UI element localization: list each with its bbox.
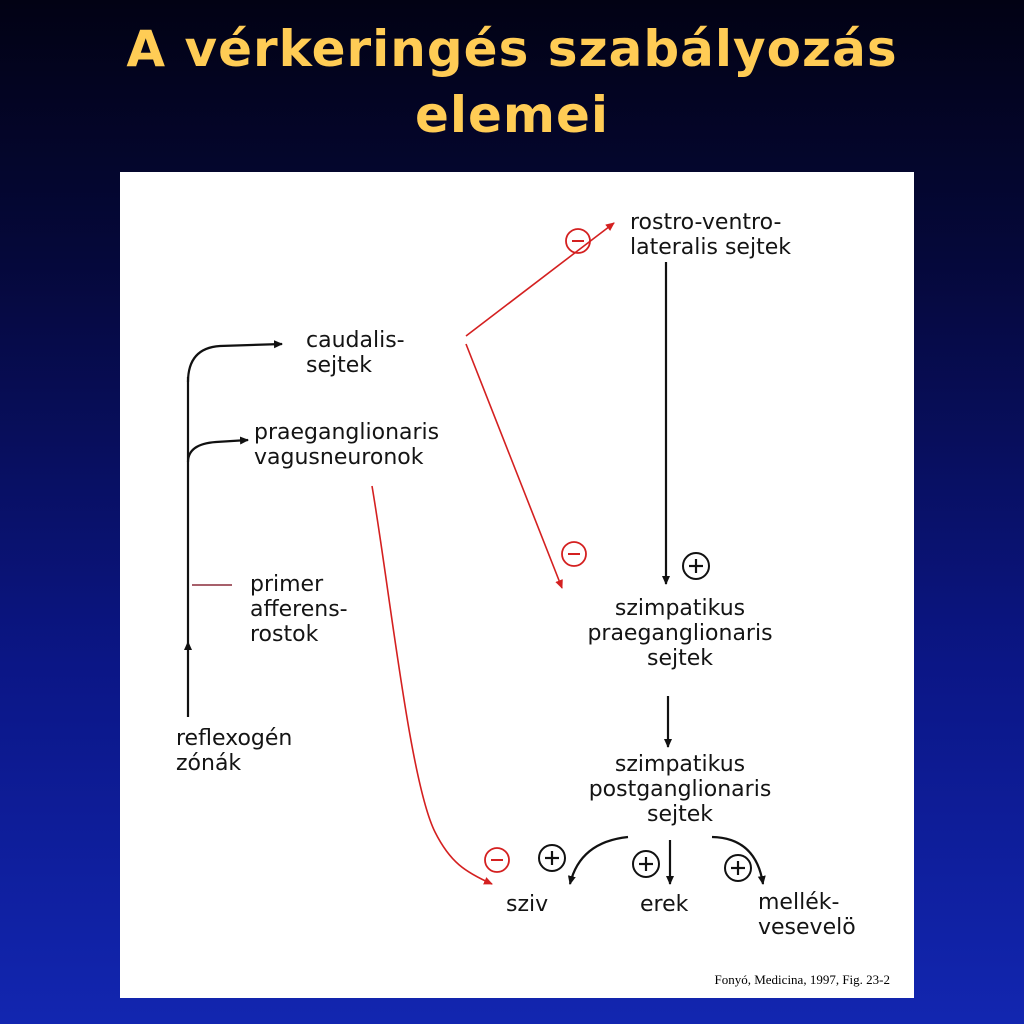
praeg-line-1: szimpatikus bbox=[614, 596, 746, 621]
node-caudalis-sejtek: caudalis- sejtek bbox=[306, 328, 405, 378]
reflex-line-2: zónák bbox=[176, 751, 242, 776]
node-mellekvese: mellék- vesevelö bbox=[758, 890, 856, 940]
plus-sign-erek bbox=[632, 850, 660, 878]
caudalis-line-1: caudalis- bbox=[306, 328, 405, 353]
minus-sign-praeganglionaris bbox=[561, 541, 587, 567]
sziv-label: sziv bbox=[506, 892, 549, 917]
node-szimpatikus-postganglionaris: szimpatikus postganglionaris sejtek bbox=[530, 752, 830, 827]
postg-line-2: postganglionaris bbox=[588, 777, 772, 802]
node-erek: erek bbox=[640, 892, 688, 917]
mellek-line-1: mellék- bbox=[758, 890, 840, 915]
arrow-to-sziv bbox=[567, 835, 629, 885]
minus-sign-sziv bbox=[484, 847, 510, 873]
inhibit-arrow-vagus-to-sziv bbox=[371, 485, 493, 885]
arrow-to-vagus bbox=[186, 436, 249, 463]
node-rostro-ventro-lateralis: rostro-ventro- lateralis sejtek bbox=[630, 210, 791, 260]
diagram-arrows bbox=[184, 222, 766, 885]
vagus-line-1: praeganglionaris bbox=[254, 420, 440, 445]
reflex-line-1: reflexogén bbox=[176, 726, 293, 751]
node-szimpatikus-praeganglionaris: szimpatikus praeganglionaris sejtek bbox=[530, 596, 830, 671]
postg-line-1: szimpatikus bbox=[614, 752, 746, 777]
rostro-line-1: rostro-ventro- bbox=[630, 210, 782, 235]
title-line-1: A vérkeringés szabályozás bbox=[126, 20, 898, 78]
plus-sign-praeganglionaris bbox=[682, 552, 710, 580]
rostro-line-2: lateralis sejtek bbox=[630, 235, 791, 260]
primer-line-1: primer bbox=[250, 572, 324, 597]
minus-sign-rostro bbox=[565, 228, 591, 254]
postg-line-3: sejtek bbox=[646, 802, 713, 827]
arrow-to-mellekvese bbox=[711, 835, 766, 885]
inhibit-arrow-to-rostro bbox=[465, 222, 615, 337]
inhibit-arrow-to-praeganglionaris bbox=[465, 343, 563, 589]
vagus-line-2: vagusneuronok bbox=[254, 445, 424, 470]
primer-line-2: afferens- bbox=[250, 597, 348, 622]
caudalis-line-2: sejtek bbox=[306, 353, 373, 378]
erek-label: erek bbox=[640, 892, 689, 917]
primer-line-3: rostok bbox=[250, 622, 319, 647]
slide-title: A vérkeringés szabályozás elemei bbox=[0, 16, 1024, 148]
node-praeganglionaris-vagusneuronok: praeganglionaris vagusneuronok bbox=[254, 420, 439, 470]
diagram-panel: rostro-ventro- lateralis sejtek caudalis… bbox=[120, 172, 914, 998]
node-sziv: sziv bbox=[506, 892, 548, 917]
mellek-line-2: vesevelö bbox=[758, 915, 856, 940]
plus-sign-mellekvese bbox=[724, 854, 752, 882]
title-line-2: elemei bbox=[414, 86, 610, 144]
plus-sign-sziv bbox=[538, 844, 566, 872]
praeg-line-3: sejtek bbox=[646, 646, 713, 671]
node-reflexogen-zonak: reflexogén zónák bbox=[176, 726, 292, 776]
figure-caption: Fonyó, Medicina, 1997, Fig. 23-2 bbox=[714, 972, 891, 987]
node-primer-afferens-rostok: primer afferens- rostok bbox=[250, 572, 348, 647]
praeg-line-2: praeganglionaris bbox=[587, 621, 773, 646]
arrow-to-caudalis bbox=[186, 340, 283, 383]
